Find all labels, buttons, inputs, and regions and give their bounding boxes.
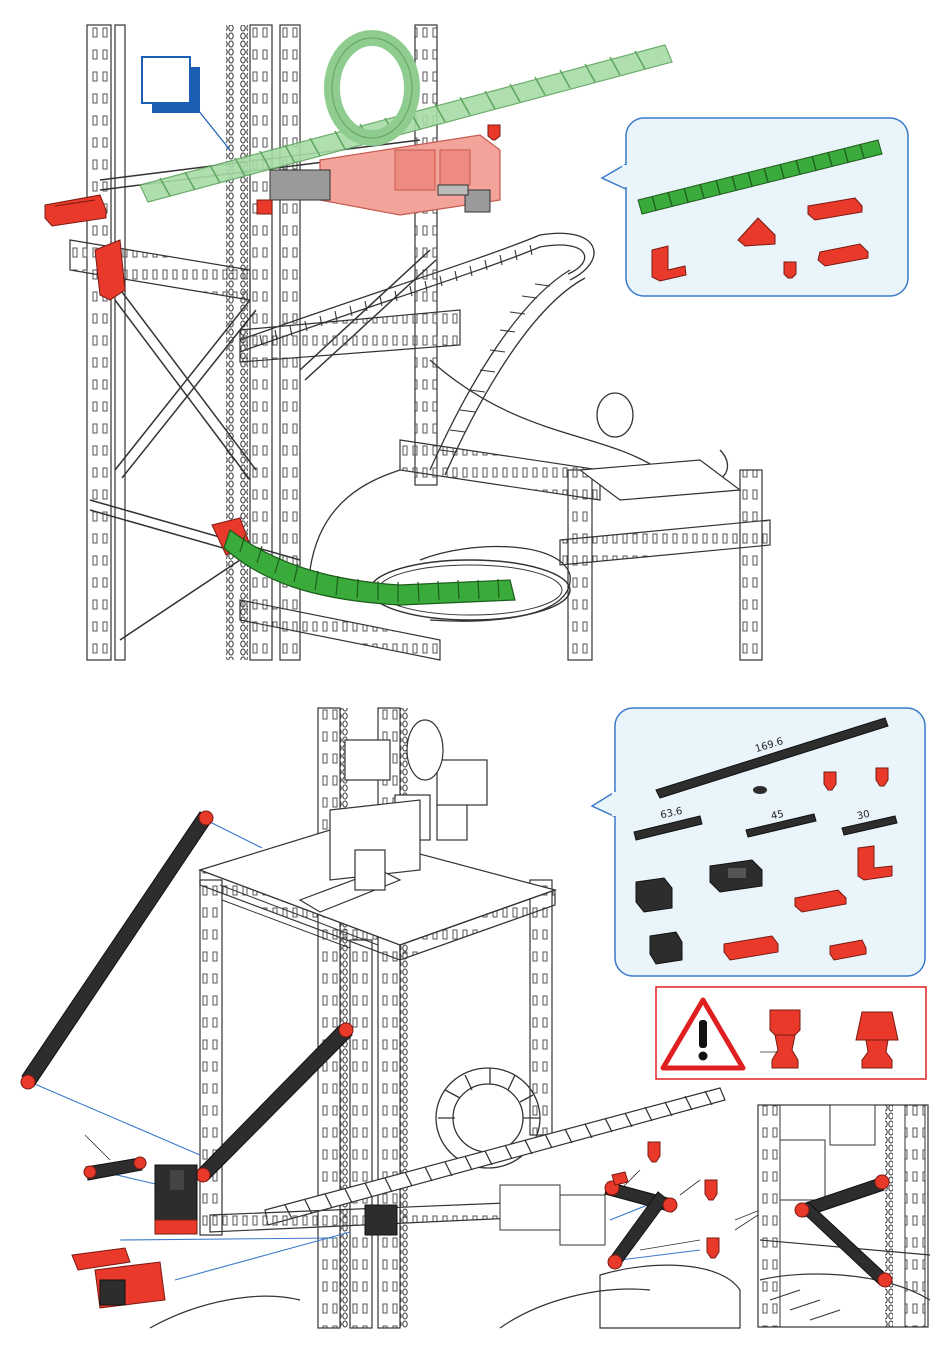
- lower-motor-block: [500, 1185, 560, 1230]
- callout-dark-cube-2: [650, 932, 682, 964]
- upper-parts-callout: [602, 118, 908, 296]
- upper-platform: [580, 460, 740, 500]
- upper-step-illustration: [45, 25, 908, 660]
- lower-parts-callout: 169.6 63.6 45 30: [592, 708, 925, 976]
- step-number-box: [142, 57, 200, 113]
- long-dark-strut: [21, 811, 213, 1089]
- right-v-strut-assembly: [605, 1181, 677, 1269]
- short-dark-strut: [84, 1157, 146, 1180]
- detail-inset: [735, 1105, 930, 1327]
- red-l-assembly: [72, 1248, 165, 1308]
- lower-step-illustration: 169.6 63.6 45 30: [21, 708, 930, 1328]
- dark-block-stack: [155, 1165, 197, 1234]
- warning-box: [656, 987, 926, 1079]
- callout-peg: [784, 262, 796, 278]
- callout-washer: [753, 786, 767, 794]
- callout-peg-2: [876, 768, 888, 786]
- peg-orientation-2: [856, 1012, 898, 1068]
- step-pointer-line: [190, 100, 230, 150]
- callout-dark-cube-1: [636, 878, 672, 912]
- tower-dark-block: [365, 1205, 397, 1235]
- callout-peg-1: [824, 772, 836, 790]
